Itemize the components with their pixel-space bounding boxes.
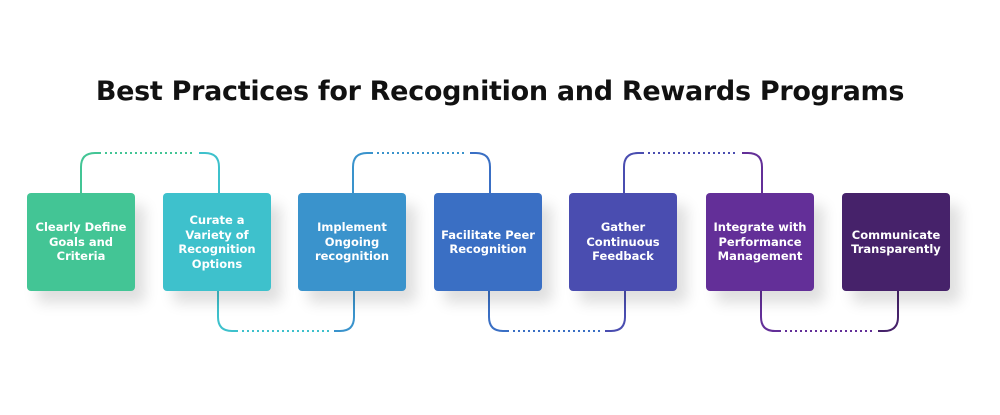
connector-start <box>217 291 238 332</box>
connector-start <box>760 291 781 332</box>
connector-start <box>488 291 509 332</box>
connector-end <box>878 291 899 332</box>
connector-end <box>470 152 491 193</box>
step-label: Clearly Define Goals and Criteria <box>35 220 127 264</box>
step-box-5: Gather Continuous Feedback <box>569 193 677 291</box>
step-box-6: Integrate with Performance Management <box>706 193 814 291</box>
step-box-3: Implement Ongoing recognition <box>298 193 406 291</box>
step-label: Gather Continuous Feedback <box>586 220 660 264</box>
connector-start <box>80 152 101 193</box>
connector-end <box>605 291 626 332</box>
step-box-2: Curate a Variety of Recognition Options <box>163 193 271 291</box>
connector-end <box>334 291 355 332</box>
connector-end <box>199 152 220 193</box>
connector-start <box>352 152 373 193</box>
step-label: Integrate with Performance Management <box>713 220 807 264</box>
step-box-4: Facilitate Peer Recognition <box>434 193 542 291</box>
connector-start <box>623 152 644 193</box>
step-label: Facilitate Peer Recognition <box>441 227 535 257</box>
step-label: Communicate Transparently <box>851 227 941 257</box>
page-title: Best Practices for Recognition and Rewar… <box>95 76 905 107</box>
connector-end <box>742 152 763 193</box>
step-box-7: Communicate Transparently <box>842 193 950 291</box>
step-label: Curate a Variety of Recognition Options <box>178 213 256 271</box>
step-label: Implement Ongoing recognition <box>314 220 390 264</box>
step-box-1: Clearly Define Goals and Criteria <box>27 193 135 291</box>
